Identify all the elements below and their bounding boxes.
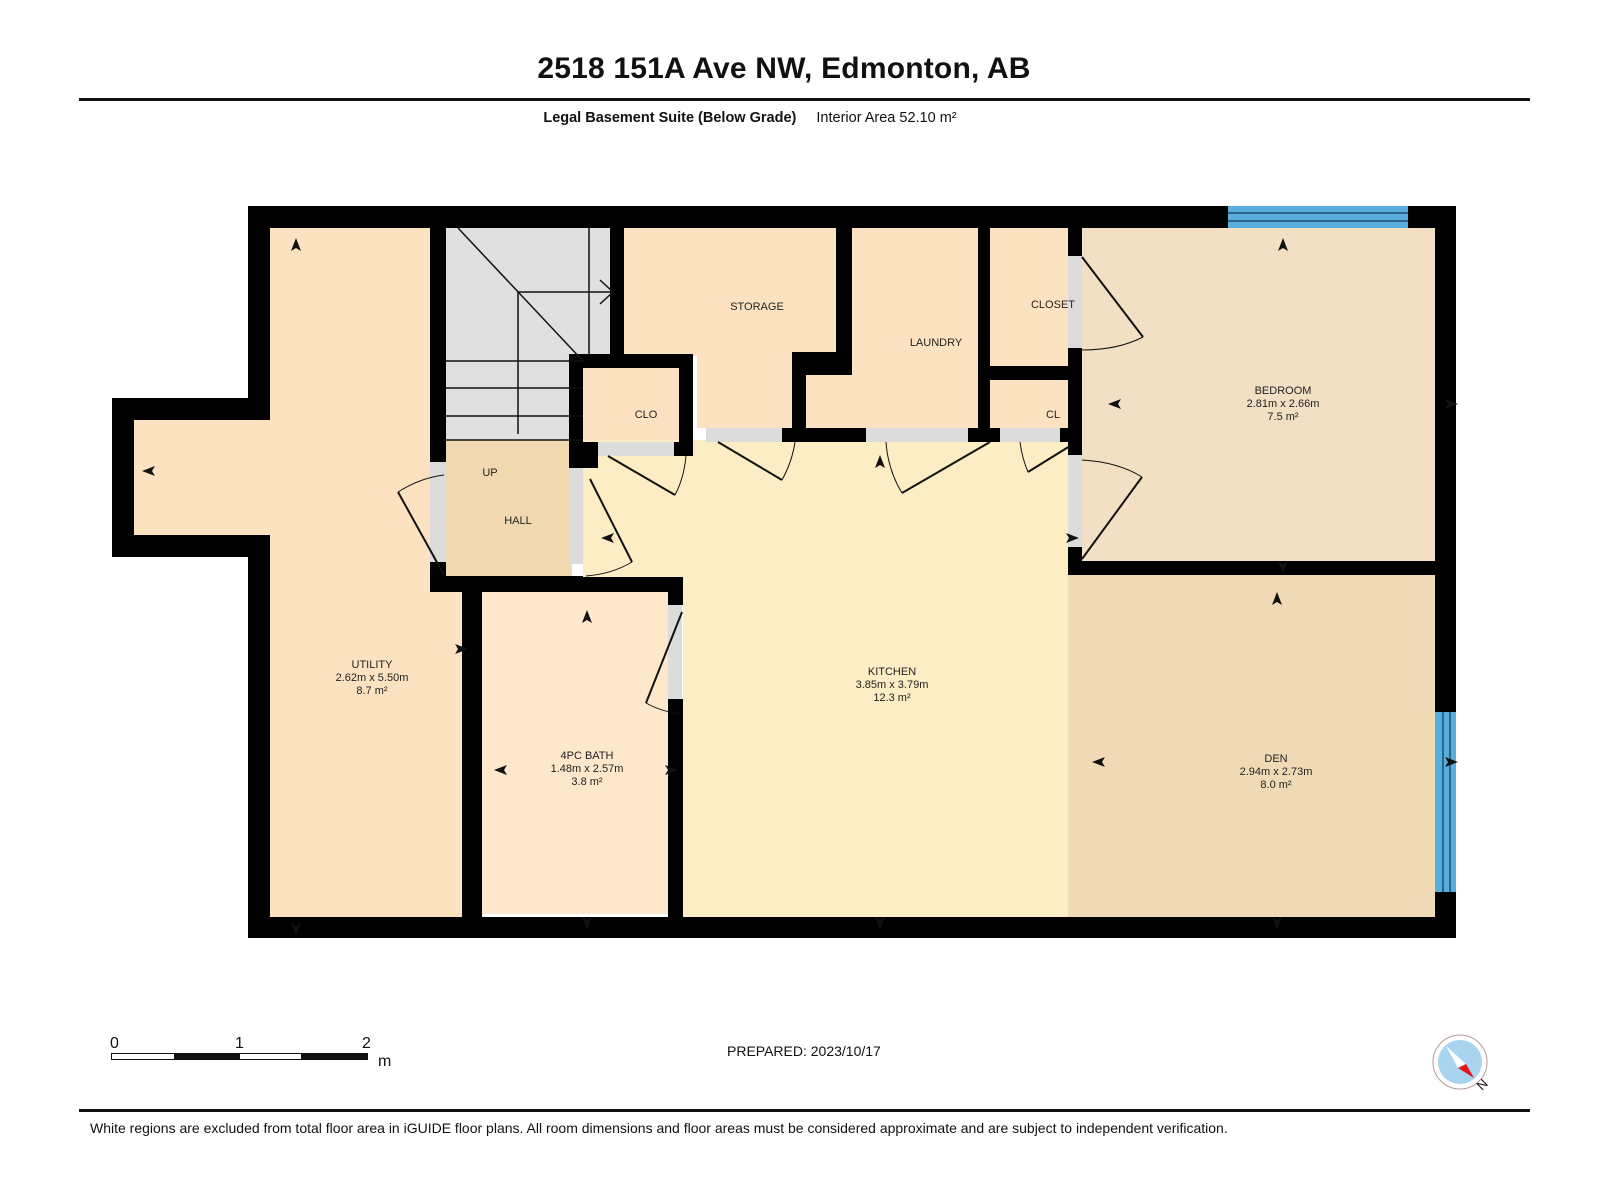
room-area-utility: 8.7 m²: [356, 685, 388, 697]
room-dims-kitchen: 3.85m x 3.79m: [856, 679, 929, 691]
room-name-kitchen: KITCHEN: [868, 666, 916, 678]
interior-area: Interior Area 52.10 m²: [816, 110, 957, 126]
dimension-arrows: [142, 238, 1458, 936]
floor-plan: UTILITY 2.62m x 5.50m 8.7 m² 4PC BATH 1.…: [112, 206, 1458, 938]
room-storage: [623, 228, 836, 428]
window-den: [1435, 712, 1456, 892]
room-name-cl: CL: [1046, 409, 1060, 421]
room-name-den: DEN: [1264, 753, 1287, 765]
subtitle: Legal Basement Suite (Below Grade) Inter…: [0, 110, 1500, 126]
room-hall: [446, 440, 572, 576]
room-area-bath: 3.8 m²: [571, 776, 603, 788]
room-name-clo: CLO: [635, 409, 658, 421]
window-bedroom: [1228, 206, 1408, 228]
room-name-storage: STORAGE: [730, 301, 784, 313]
room-name-hall: HALL: [504, 515, 532, 527]
scale-label-0: 0: [110, 1035, 119, 1052]
prepared-date: PREPARED: 2023/10/17: [727, 1043, 881, 1059]
header-divider: [79, 98, 1530, 101]
room-name-bath: 4PC BATH: [561, 750, 614, 762]
room-area-bedroom: 7.5 m²: [1267, 411, 1299, 423]
compass-icon: N: [1432, 1034, 1502, 1099]
room-name-closet: CLOSET: [1031, 299, 1075, 311]
room-area-kitchen: 12.3 m²: [873, 692, 911, 704]
page-title: 2518 151A Ave NW, Edmonton, AB: [537, 52, 1031, 85]
room-closet: [990, 228, 1068, 366]
room-name-bedroom: BEDROOM: [1255, 385, 1312, 397]
room-bath: [482, 592, 668, 914]
room-dims-utility: 2.62m x 5.50m: [336, 672, 409, 684]
room-utility-alcove: [133, 420, 273, 535]
room-name-utility: UTILITY: [352, 659, 394, 671]
room-bedroom: [1082, 228, 1435, 561]
room-kitchen: [583, 440, 1068, 917]
room-dims-bedroom: 2.81m x 2.66m: [1247, 398, 1320, 410]
scale-unit: m: [378, 1053, 392, 1070]
scale-label-1: 1: [235, 1035, 244, 1052]
walls: [112, 206, 1456, 938]
disclaimer: White regions are excluded from total fl…: [90, 1120, 1228, 1136]
stairs-up-label: UP: [482, 467, 497, 479]
room-dims-den: 2.94m x 2.73m: [1240, 766, 1313, 778]
scale-label-2: 2: [362, 1035, 371, 1052]
level-name: Legal Basement Suite (Below Grade): [543, 110, 797, 126]
stairs-icon: [446, 227, 615, 441]
room-cl: [990, 380, 1068, 430]
room-den: [1068, 575, 1435, 917]
room-laundry: [806, 228, 978, 428]
door-swings: [397, 256, 1144, 715]
room-area-den: 8.0 m²: [1260, 779, 1292, 791]
room-dims-bath: 1.48m x 2.57m: [551, 763, 624, 775]
room-clo: [583, 368, 680, 442]
footer-divider: [79, 1109, 1530, 1112]
room-name-laundry: LAUNDRY: [910, 337, 963, 349]
